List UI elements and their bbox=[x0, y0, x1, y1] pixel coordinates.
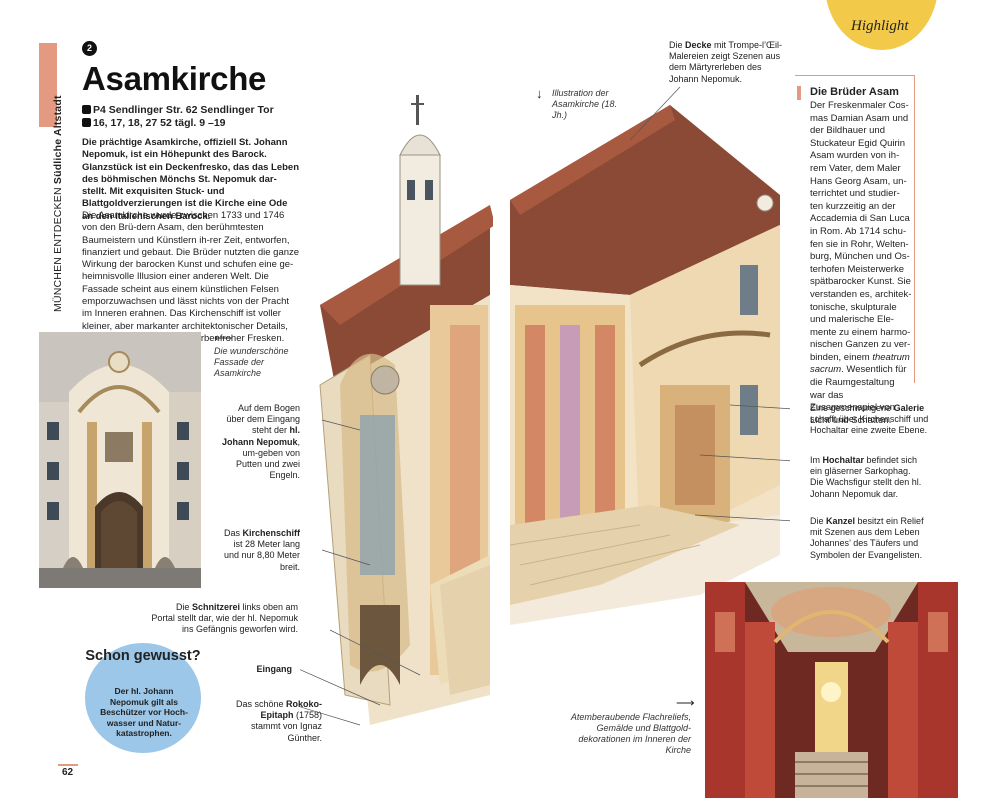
annotation-kirchenschiff: Das Kirchenschiff ist 28 Meter lang und … bbox=[223, 528, 300, 572]
info-circle-title: Schon gewusst? bbox=[85, 648, 201, 664]
annotation-epitaph: Das schöne Rokoko-Epitaph (1758) stammt … bbox=[235, 699, 322, 743]
section-label: MÜNCHEN ENTDECKEN Südliche Altstadt bbox=[52, 95, 64, 312]
arrow-left-icon: ⟵ bbox=[214, 330, 233, 345]
annotation-galerie: Eine geschwungene Galerie schafft über K… bbox=[810, 403, 929, 436]
interior-caption: Atemberaubende Flachreliefs, Gemälde und… bbox=[570, 712, 691, 755]
church-illustration bbox=[300, 86, 790, 755]
annotation-hochaltar: Im Hochaltar befindet sich ein gläserner… bbox=[810, 455, 922, 499]
facade-photo bbox=[39, 332, 201, 588]
illustration-caption: Illustration der Asamkirche (18. Jh.) bbox=[552, 88, 618, 120]
map-pin-icon bbox=[82, 105, 91, 114]
info-line-2: 16, 17, 18, 27 52 tägl. 9 –19 bbox=[82, 117, 226, 129]
highlight-label: Highlight bbox=[851, 18, 909, 34]
annotation-bogen: Auf dem Bogen über dem Eingang steht der… bbox=[221, 403, 300, 481]
annotation-decke: Die Decke mit Trompe-l’Œil-Malereien zei… bbox=[669, 40, 783, 84]
info-circle bbox=[85, 643, 201, 753]
sidebar-box bbox=[795, 75, 915, 383]
page-number-bar bbox=[58, 764, 78, 766]
info-circle-body: Der hl. Johann Nepomuk gilt als Beschütz… bbox=[100, 686, 188, 738]
arrow-right-icon: ⟶ bbox=[676, 695, 695, 710]
annotation-kanzel: Die Kanzel besitzt ein Relief mit Szenen… bbox=[810, 516, 924, 560]
tram-icon bbox=[82, 118, 91, 127]
arrow-down-icon: ↓ bbox=[536, 86, 543, 101]
info-line-1: P4 Sendlinger Str. 62 Sendlinger Tor bbox=[82, 104, 274, 116]
number-badge: 2 bbox=[82, 41, 97, 56]
sidebar-accent-mark bbox=[797, 86, 801, 100]
page-number: 62 bbox=[62, 767, 74, 778]
facade-caption: Die wunderschöne Fassade der Asamkirche bbox=[214, 346, 289, 378]
sidebar-body: Der Freskenmaler Cos-mas Damian Asam und… bbox=[810, 100, 912, 426]
interior-photo bbox=[705, 582, 958, 798]
annotation-eingang: Eingang bbox=[256, 664, 293, 674]
annotation-schnitzerei: Die Schnitzerei links oben am Portal ste… bbox=[151, 602, 298, 635]
section-color-bar bbox=[39, 43, 57, 127]
intro-text: Die prächtige Asamkirche, offiziell St. … bbox=[82, 137, 299, 222]
sidebar-title: Die Brüder Asam bbox=[810, 86, 899, 98]
page-title: Asamkirche bbox=[82, 60, 267, 97]
body-text: Die Asamkirche wurde zwischen 1733 und 1… bbox=[82, 210, 300, 344]
